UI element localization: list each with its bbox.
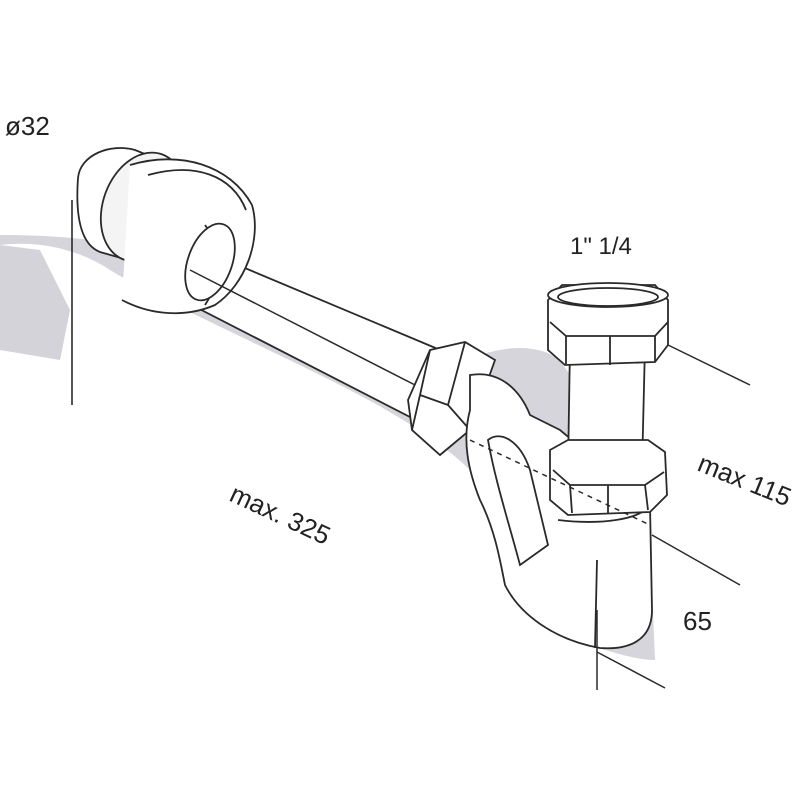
cast-shadow-left <box>0 245 70 360</box>
wall-flange <box>76 147 256 315</box>
max-length-label: max. 325 <box>225 478 335 550</box>
max-height-label: max 115 <box>694 448 796 512</box>
outlet-height-label: 65 <box>683 606 712 636</box>
max-length-line <box>189 269 416 386</box>
outlet-height-line <box>596 651 666 689</box>
wall-diameter-label: ø32 <box>5 111 50 141</box>
max-height-lower-line <box>651 534 741 586</box>
siphon-body <box>465 373 653 650</box>
top-hex-nut <box>547 282 669 366</box>
lower-hex-nut <box>549 439 668 516</box>
thread-size-label: 1" 1/4 <box>570 233 632 260</box>
dimension-lines <box>189 269 751 690</box>
max-height-upper-line <box>667 344 751 386</box>
arm-hex-nut <box>407 341 497 457</box>
centerline-dashed <box>469 439 651 526</box>
